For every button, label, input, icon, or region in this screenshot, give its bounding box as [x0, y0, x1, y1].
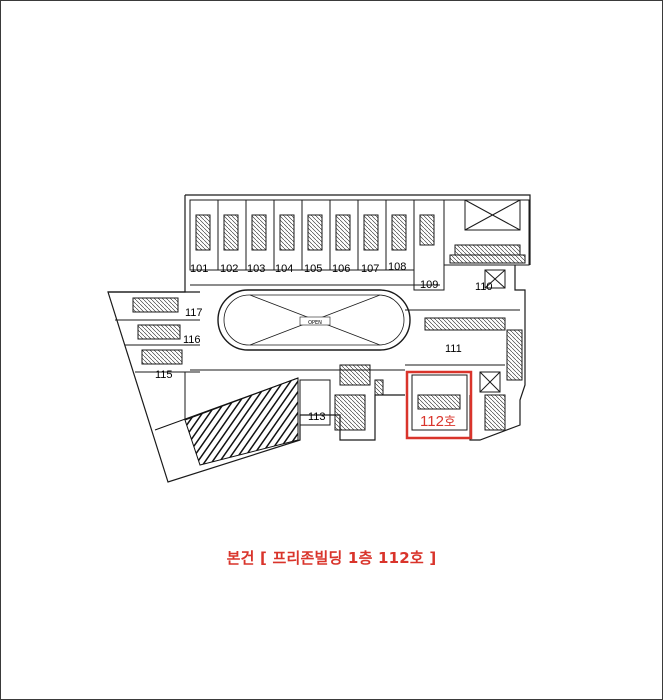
open-label: OPEN — [308, 320, 322, 326]
room-label: 117 — [185, 307, 203, 319]
room-label: 104 — [275, 263, 293, 275]
room-labels: 101 102 103 104 105 106 107 108 109 110 … — [155, 261, 493, 423]
room-label: 116 — [183, 334, 201, 346]
left-wing-units — [115, 297, 200, 420]
room-label: 115 — [155, 369, 173, 381]
service-core — [299, 364, 384, 431]
room-label: 101 — [190, 263, 208, 275]
room-label: 111 — [445, 343, 462, 355]
highlight-label: 112호 — [420, 413, 456, 430]
room-label: 102 — [220, 263, 238, 275]
highlight-suffix: 호 — [444, 415, 456, 430]
room-label: 106 — [332, 263, 350, 275]
room-label: 110 — [475, 281, 493, 293]
right-area — [405, 269, 523, 431]
caption: 본건 [ 프리존빌딩 1층 112호 ] — [226, 549, 437, 567]
unit-112-highlight — [405, 370, 473, 440]
room-label: 105 — [304, 263, 322, 275]
top-units — [189, 199, 530, 291]
room-label: 107 — [361, 263, 379, 275]
room-label: 108 — [388, 261, 406, 273]
unit-112-interior — [411, 374, 468, 431]
hatched-area — [154, 377, 299, 466]
room-label: 109 — [420, 279, 438, 291]
room-label: 113 — [308, 411, 326, 423]
highlight-number: 112 — [420, 413, 444, 430]
room-label: 103 — [247, 263, 265, 275]
atrium — [217, 289, 411, 351]
